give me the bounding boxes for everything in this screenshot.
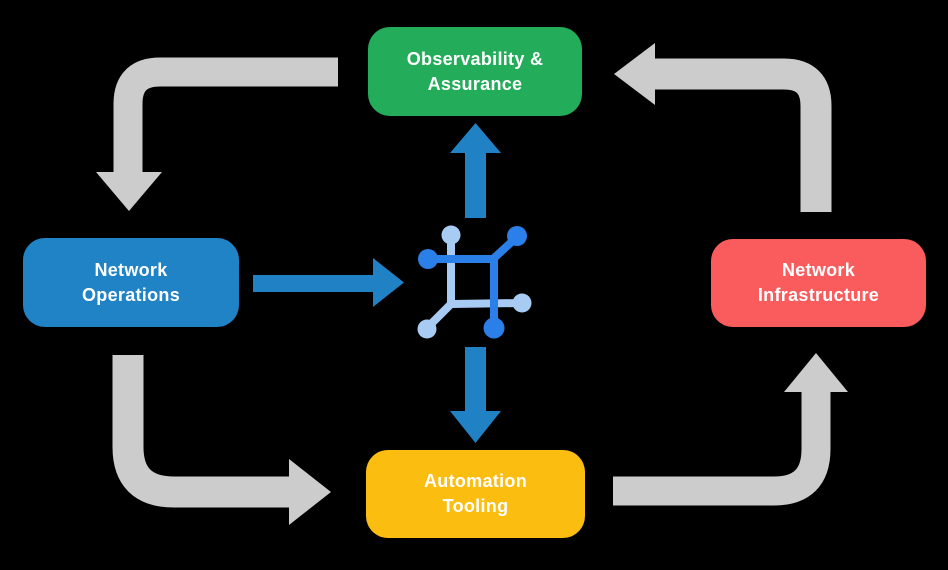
- arrowhead-down-icon: [96, 172, 162, 211]
- network-fabric-icon: [417, 225, 532, 339]
- network-fabric-icon-bright-part: [418, 226, 527, 339]
- flow-arrow-center-to-observability: [450, 123, 501, 218]
- flow-arrow-operations-to-center: [253, 258, 404, 307]
- node-label-line: Automation: [424, 471, 527, 492]
- arrowhead-up-icon: [784, 353, 848, 392]
- node-label-line: Network: [94, 259, 168, 280]
- flow-arrows: [253, 123, 501, 443]
- cycle-arrow-infrastructure-to-observability: [614, 43, 832, 212]
- arrow-shaft: [112, 355, 291, 508]
- cycle-arrow-operations-to-automation: [112, 355, 331, 525]
- node-label-line: Assurance: [427, 73, 523, 94]
- arrow-shaft: [613, 390, 831, 506]
- arrow-shaft: [113, 57, 338, 174]
- cycle-arrow-observability-to-operations: [96, 57, 338, 211]
- node-label-line: Network: [781, 260, 856, 281]
- node-label-line: Observability &: [406, 48, 544, 69]
- network-fabric-icon-light-part: [417, 225, 532, 339]
- arrowhead-left-icon: [614, 43, 655, 105]
- cycle-arrow-automation-to-infrastructure: [613, 353, 848, 506]
- node-observability: Observability & Assurance: [368, 27, 582, 116]
- arrowhead-right-icon: [289, 459, 331, 525]
- node-label-line: Operations: [81, 284, 181, 305]
- node-automation-tooling: Automation Tooling: [366, 450, 585, 538]
- node-network-infrastructure: Network Infrastructure: [711, 239, 926, 327]
- node-label-line: Infrastructure: [757, 285, 880, 305]
- arrow-shaft: [653, 58, 832, 212]
- flow-arrow-center-to-automation: [450, 347, 501, 443]
- node-network-operations: Network Operations: [23, 238, 239, 327]
- node-label-line: Tooling: [442, 496, 509, 516]
